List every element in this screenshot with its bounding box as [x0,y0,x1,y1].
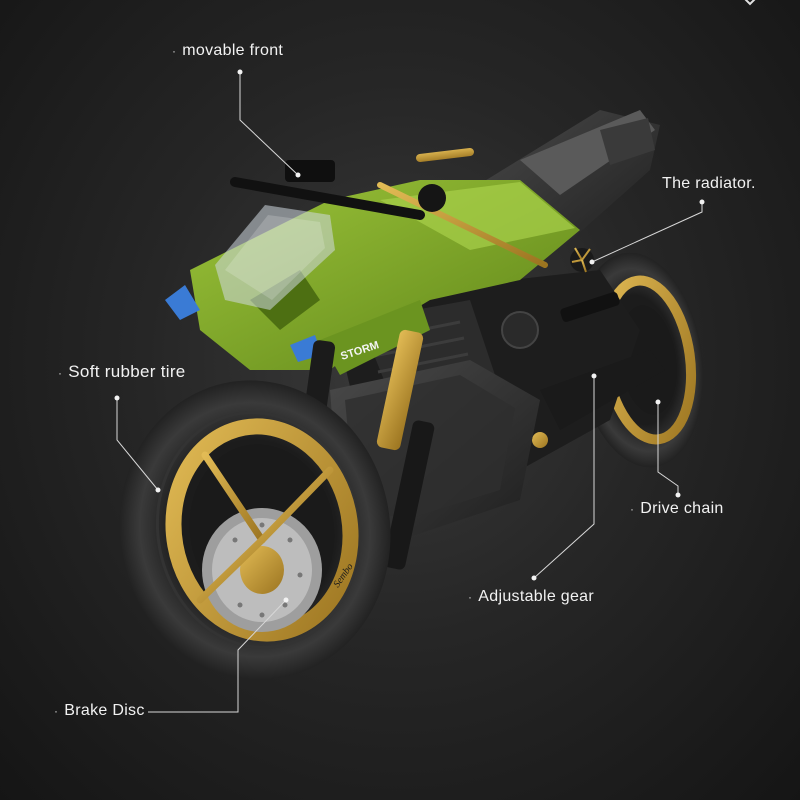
callout-adjustable-gear: · Adjustable gear [468,588,594,606]
swing-arm [540,292,665,430]
brake-disc [202,508,322,632]
bullet-icon: · [54,704,59,718]
callout-lines [116,72,703,713]
callout-radiator: The radiator. [662,175,756,193]
callout-movable-front-text: movable front [182,42,284,59]
callout-brake-disc: · Brake Disc [54,702,145,720]
corner-chevron-icon [744,0,756,6]
callout-gear-text: Adjustable gear [478,588,594,605]
callout-tire-text: Soft rubber tire [68,362,186,381]
callout-brake-text: Brake Disc [64,702,145,719]
radiator-fan [570,247,594,273]
callout-dots [114,69,705,603]
bullet-icon: · [630,502,635,516]
callout-tire: · Soft rubber tire [58,362,186,382]
bullet-icon: · [58,366,63,380]
callout-radiator-text: The radiator. [662,175,756,192]
bullet-icon: · [172,44,177,58]
callout-movable-front: · movable front [172,42,283,60]
callout-drive-chain-text: Drive chain [640,500,724,517]
windshield [165,205,335,362]
front-wheel: Sembo [119,380,391,680]
callout-drive-chain: · Drive chain [630,500,724,518]
handlebar [230,148,548,268]
bullet-icon: · [468,590,473,604]
